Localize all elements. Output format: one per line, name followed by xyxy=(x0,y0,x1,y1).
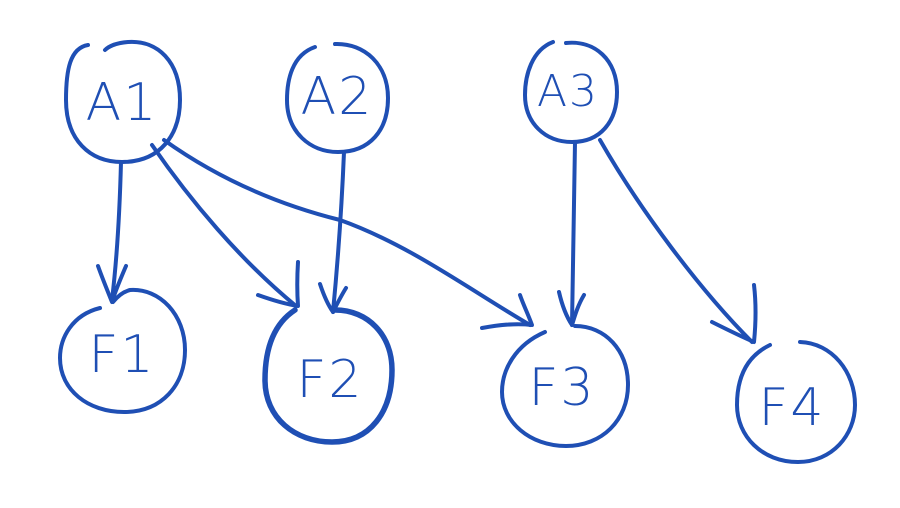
arrowhead-a3-f3 xyxy=(557,290,586,327)
edge-a1-f2 xyxy=(150,143,298,308)
arrowhead-a2-f2 xyxy=(318,282,348,314)
edge-a1-f1 xyxy=(110,160,123,302)
node-a1-label: A1 xyxy=(85,73,159,133)
arrowhead-a1-f1 xyxy=(96,264,128,304)
node-f2-label: F2 xyxy=(296,350,364,410)
arrowhead-a1-f3 xyxy=(480,293,534,330)
edge-a2-f2 xyxy=(331,150,346,314)
node-f3-label: F3 xyxy=(528,358,596,418)
node-a3-circle xyxy=(523,40,619,144)
edge-a1-f3 xyxy=(162,138,532,327)
arrowhead-a1-f2 xyxy=(256,260,300,308)
node-f3-circle xyxy=(500,324,630,448)
node-a1-circle xyxy=(64,39,182,164)
node-f4-label: F4 xyxy=(758,378,826,438)
edge-a3-f3 xyxy=(570,140,577,327)
node-a2-label: A2 xyxy=(300,67,374,127)
arrowhead-a3-f4 xyxy=(710,283,758,344)
node-f4-circle xyxy=(735,340,857,464)
node-f1-label: F1 xyxy=(88,325,156,385)
node-a3-label: A3 xyxy=(536,66,600,117)
node-f1-circle xyxy=(58,287,187,414)
node-a2-circle xyxy=(285,41,390,154)
edge-a3-f4 xyxy=(598,138,754,344)
node-f2-circle xyxy=(262,307,395,445)
